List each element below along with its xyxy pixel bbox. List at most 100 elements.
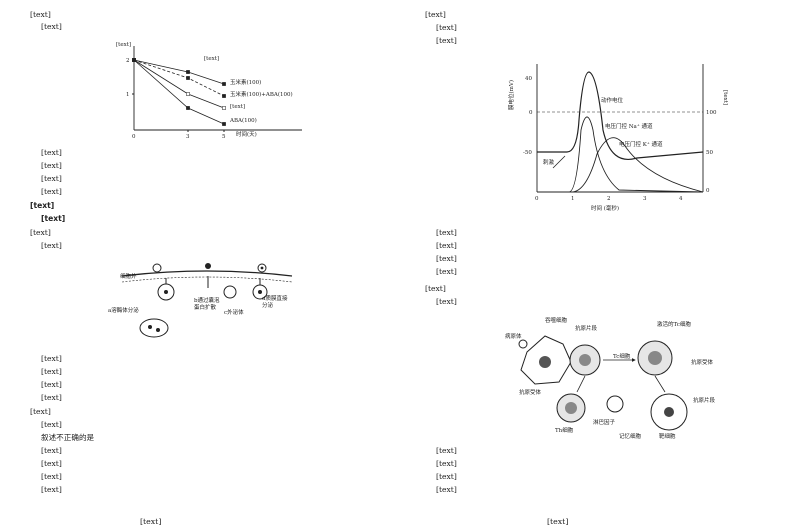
q16-label-c: c外泌体 (224, 310, 244, 316)
q16-label-b: b通过囊泡 蛋白扩散 (194, 298, 220, 311)
q18-option-c: [text] (436, 254, 457, 263)
section-2-heading-cont: [text] (41, 214, 66, 223)
page-6-footer: [text] (547, 517, 569, 526)
q18-ytick-40: 40 (525, 76, 532, 82)
q15-xtick-0: 0 (132, 134, 136, 140)
q18-y2label: [text] (722, 90, 728, 106)
q16-label-a: a溶酶体分泌 (108, 308, 139, 314)
q18-stem-line3: [text] (436, 36, 457, 45)
q15-option-b: [text] (41, 161, 62, 170)
page-5: [text] [text] [text] [text] 2 1 0 3 5 时间… (30, 10, 342, 526)
q15-series-label-2: 玉米素(100)+ABA(100) (230, 92, 293, 98)
q19-option-c: [text] (436, 472, 457, 481)
q19-stem-line1: [text] (425, 284, 446, 293)
q15-stem-line2: [text] (41, 22, 62, 31)
q16-option-c: [text] (41, 380, 62, 389)
q18-ytick-neg50: -50 (523, 150, 532, 156)
q15-xlabel: 时间(天) (236, 132, 257, 138)
q18-stem-line2: [text] (436, 23, 457, 32)
q15-option-a: [text] (41, 148, 62, 157)
q18-curve-action-potential (537, 71, 704, 160)
q19-label-pathogen: 病原体 (505, 334, 522, 340)
q19-label-activated-tc: 激活的Tc细胞 (657, 322, 691, 328)
q16-stem-line1: [text] (30, 228, 51, 237)
q19-label-receptor-2: 抗原受体 (691, 360, 714, 366)
q18-option-a: [text] (436, 228, 457, 237)
q18-curve-k-channel (537, 137, 704, 193)
q19-stem-line2: [text] (436, 297, 457, 306)
q18-curve-na-channel (537, 116, 704, 193)
q18-label-stimulus: 刺激 (543, 160, 555, 166)
q18-xtick-1: 1 (571, 196, 575, 202)
q15-point (186, 70, 190, 74)
q17-option-d: [text] (41, 485, 62, 494)
q15-ytick-1: 1 (126, 92, 130, 98)
q15-xtick-3: 3 (186, 134, 190, 140)
q18-xtick-2: 2 (607, 196, 611, 202)
q18-ylabel: 膜电位(mV) (509, 80, 515, 110)
q19-label-phagocyte: 吞噬细胞 (545, 318, 568, 324)
q19-label-tc-cell: Tc细胞 (613, 354, 631, 360)
q19-label-cytokine: 淋巴因子 (593, 420, 616, 426)
page-6: [text] [text] [text] 膜电位(mV) [text] 40 0… (397, 0, 794, 532)
q18-xtick-3: 3 (643, 196, 647, 202)
q18-stem-line1: [text] (425, 10, 446, 19)
q15-chart: [text] [text] 2 1 0 3 5 时间(天) 玉米素(100) 玉… (112, 34, 342, 146)
q19-immune-diagram: 吞噬细胞 抗原片段 病原体 抗原受体 Th细胞 Tc细胞 淋巴因子 记忆细胞 激… (505, 312, 745, 442)
q19-label-antigen-fragment: 抗原片段 (575, 326, 598, 332)
q18-ytick-0: 0 (529, 110, 533, 116)
q15-point (186, 106, 190, 110)
q18-option-b: [text] (436, 241, 457, 250)
q16-option-d: [text] (41, 393, 62, 402)
q19-label-th-cell: Th细胞 (555, 428, 574, 434)
q17-stem-line1: [text] (30, 407, 51, 416)
q18-xtick-4: 4 (679, 196, 683, 202)
q18-stimulus-arrow (552, 155, 566, 169)
q15-series-group (132, 58, 226, 126)
q18-y2tick-0: 0 (706, 188, 710, 194)
q18-option-d: [text] (436, 267, 457, 276)
q16-option-b: [text] (41, 367, 62, 376)
q19-option-a: [text] (436, 446, 457, 455)
q16-stem-line2: [text] (41, 241, 62, 250)
q17-stem-line2: [text] (41, 420, 62, 429)
q18-xtick-0: 0 (535, 196, 539, 202)
q15-series-label-1: 玉米素(100) (230, 80, 262, 86)
q18-y2tick-100: 100 (706, 110, 717, 116)
q15-line-zeatin-aba (133, 59, 225, 97)
q17-stem-line3: 叙述不正确的是 (41, 433, 95, 442)
q18-label-action-potential: 动作电位 (601, 98, 624, 104)
q19-option-d: [text] (436, 485, 457, 494)
q15-xtick-5: 5 (222, 134, 226, 140)
q19-label-antigen-fragment-2: 抗原片段 (693, 398, 716, 404)
q19-label-antigen-receptor: 抗原受体 (519, 390, 542, 396)
q19-label-memory-cell: 记忆细胞 (619, 434, 642, 440)
q15-point (186, 76, 190, 80)
q17-option-c: [text] (41, 472, 62, 481)
q15-legend-title: [text] (204, 56, 220, 62)
q15-stem-line1: [text] (30, 10, 51, 19)
q15-point (222, 106, 226, 110)
q15-ylabel: [text] (116, 42, 132, 48)
q15-point (132, 58, 136, 62)
q15-line-control (133, 59, 225, 109)
q19-label-target-cell: 靶细胞 (659, 434, 676, 440)
q18-action-potential-chart: 膜电位(mV) [text] 40 0 -50 100 50 0 0 1 2 3… (507, 50, 747, 220)
q16-secretion-diagram: 细胞外 b通过囊泡 蛋白扩散 d质膜直接 分泌 a溶酶体分泌 c外泌体 (108, 258, 302, 348)
q18-y2tick-50: 50 (706, 150, 713, 156)
q18-xlabel: 时间 (毫秒) (591, 206, 620, 212)
q15-series-label-4: ABA(100) (230, 118, 257, 124)
page-5-footer: [text] (140, 517, 162, 526)
q15-point (222, 82, 226, 86)
q17-option-b: [text] (41, 459, 62, 468)
q18-label-k-channel: 电压门控 K⁺ 通道 (619, 142, 663, 148)
q17-option-a: [text] (41, 446, 62, 455)
q18-curves-group (537, 71, 704, 193)
q19-option-b: [text] (436, 459, 457, 468)
q15-point (186, 92, 190, 96)
q15-series-label-3: [text] (230, 104, 246, 110)
q18-label-na-channel: 电压门控 Na⁺ 通道 (605, 124, 653, 130)
q16-label-d: d质膜直接 分泌 (262, 296, 288, 309)
section-2-heading: [text] (30, 201, 55, 210)
q15-option-c: [text] (41, 174, 62, 183)
